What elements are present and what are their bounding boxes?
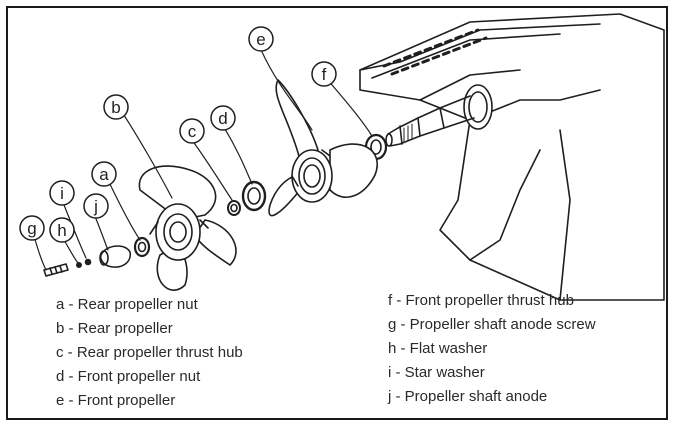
- leader-lines: [33, 51, 373, 271]
- callout-i: i: [60, 184, 64, 203]
- front-propeller-nut: [241, 180, 267, 212]
- legend-item-j: j - Propeller shaft anode: [388, 388, 548, 405]
- star-washer: [84, 258, 92, 266]
- callout-f-circle: [311, 61, 337, 87]
- callout-j-circle: [83, 193, 109, 219]
- rear-propeller-nut: [133, 236, 151, 258]
- legend-item-c: c - Rear propeller thrust hub: [56, 344, 243, 361]
- legend-item-i: i - Star washer: [388, 364, 485, 381]
- flat-washer: [76, 261, 83, 268]
- gearcase: [359, 13, 665, 301]
- callout-b-circle: [103, 94, 129, 120]
- callout-g: g: [27, 219, 36, 238]
- legend-item-e: e - Front propeller: [56, 392, 176, 409]
- callout-h: h: [57, 221, 66, 240]
- callout-i-circle: [49, 180, 75, 206]
- callout-a-circle: [91, 161, 117, 187]
- callout-e-circle: [248, 26, 274, 52]
- callout-d-circle: [210, 105, 236, 131]
- legend-item-b: b - Rear propeller: [56, 320, 173, 337]
- callout-b: b: [111, 98, 120, 117]
- callout-a: a: [99, 165, 109, 184]
- callout-f: f: [322, 65, 327, 84]
- legend-item-f: f - Front propeller thrust hub: [388, 292, 574, 309]
- callout-j: j: [93, 197, 98, 216]
- front-propeller: [268, 79, 378, 217]
- rear-propeller: [138, 165, 237, 291]
- propeller-shaft: [385, 95, 475, 147]
- callout-c: c: [188, 122, 197, 141]
- callout-c-circle: [179, 118, 205, 144]
- callout-circles: [19, 26, 337, 243]
- propeller-shaft-anode: [99, 245, 132, 268]
- legend-item-a: a - Rear propeller nut: [56, 296, 198, 313]
- propeller-shaft-anode-screw: [43, 263, 69, 277]
- callout-d: d: [218, 109, 227, 128]
- callout-e: e: [256, 30, 265, 49]
- legend-left: a - Rear propeller nut b - Rear propelle…: [56, 293, 243, 413]
- legend-item-g: g - Propeller shaft anode screw: [388, 316, 596, 333]
- callout-h-circle: [49, 217, 75, 243]
- rear-propeller-thrust-hub: [227, 200, 241, 216]
- legend-right: f - Front propeller thrust hub g - Prope…: [388, 289, 596, 409]
- callout-g-circle: [19, 215, 45, 241]
- legend-item-d: d - Front propeller nut: [56, 368, 201, 385]
- legend-item-h: h - Flat washer: [388, 340, 488, 357]
